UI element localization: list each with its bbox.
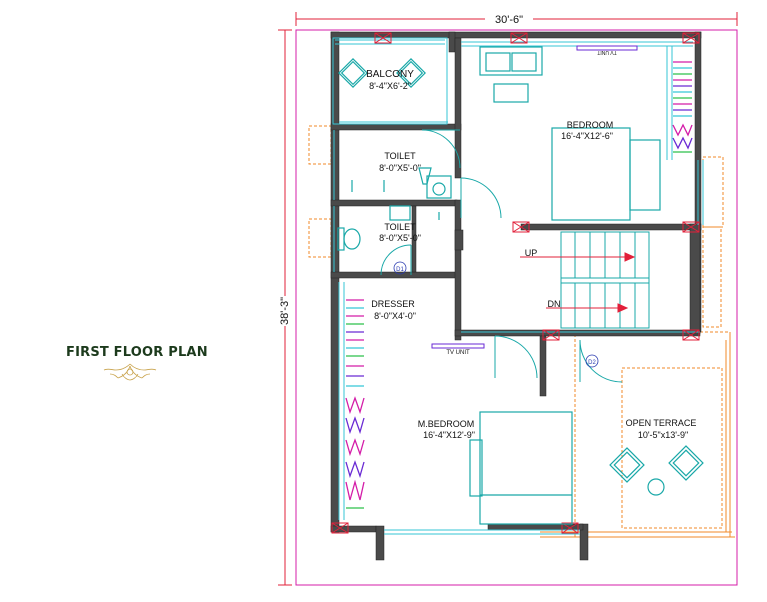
bedroom-label: BEDROOM: [567, 120, 614, 130]
window-lines: [332, 37, 704, 535]
toilet2-label: TOILET: [384, 222, 416, 232]
door-d2-label: D2: [588, 360, 596, 366]
dresser-size: 8'-0"X4'-0": [374, 311, 416, 321]
mbedroom-size: 16'-4"X12'-9": [423, 430, 475, 440]
balcony-size: 8'-4"X6'-2": [369, 81, 411, 91]
toilet2-size: 8'-0"X5'-0": [379, 233, 421, 243]
wardrobe-master: [345, 299, 365, 509]
window-markers: [331, 32, 700, 534]
terrace-label: OPEN TERRACE: [626, 418, 697, 428]
doors: [380, 129, 623, 383]
bedroom-size: 16'-4"X12'-6": [561, 131, 613, 141]
tv-unit-top-label: TV UNIT: [597, 49, 616, 55]
terrace-size: 10'-5"x13'-9": [638, 430, 688, 440]
balcony-label: BALCONY: [366, 69, 414, 80]
toilet1-size: 8'-0"X5'-0": [379, 163, 421, 173]
tv-unit-shapes: [431, 45, 638, 349]
mbedroom-label: M.BEDROOM: [418, 419, 475, 429]
ornament-icon: [103, 363, 157, 381]
walls: [330, 31, 702, 561]
stair-arrows: [520, 252, 636, 313]
toilet1-label: TOILET: [384, 151, 416, 161]
height-dimension: 38'-3": [279, 297, 291, 325]
furniture: [337, 46, 704, 525]
dimension-lines: [278, 12, 738, 586]
plan-title: FIRST FLOOR PLAN: [66, 345, 208, 360]
door-d1-label: D1: [396, 267, 404, 273]
staircase: [560, 231, 650, 329]
width-dimension: 30'-6": [495, 14, 523, 26]
plot-boundary: [295, 29, 738, 586]
stair-up-label: UP: [525, 248, 538, 258]
dresser-label: DRESSER: [371, 299, 415, 309]
stair-dn-label: DN: [548, 299, 561, 309]
wardrobe-bedroom: [672, 61, 693, 153]
tv-unit-middle-label: TV UNIT: [446, 350, 470, 356]
door-markers: [393, 261, 599, 368]
